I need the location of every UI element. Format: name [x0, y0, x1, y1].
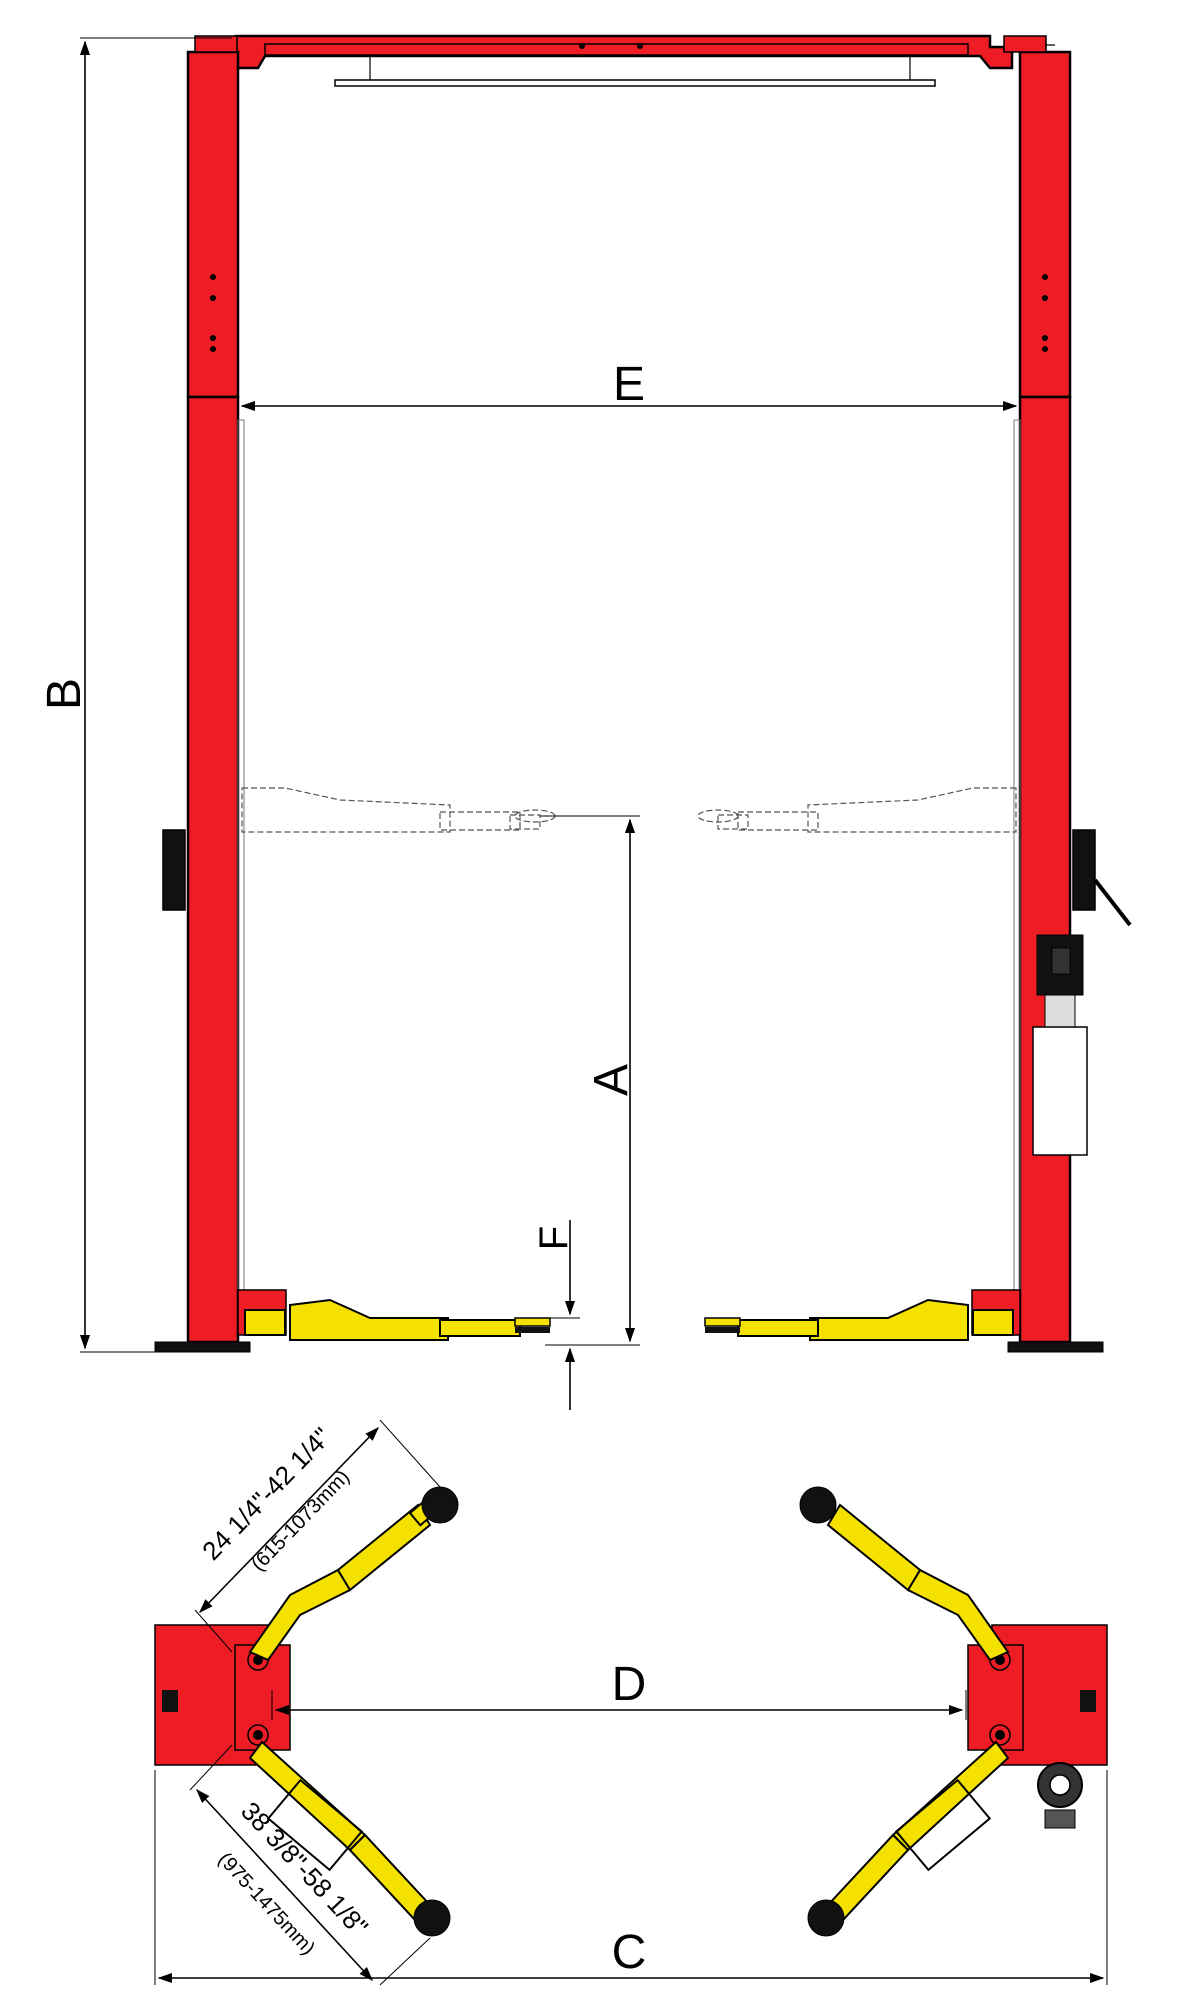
front-view: B E A F [38, 34, 1132, 1410]
dimension-d: D [271, 1658, 967, 1720]
dimension-c-label: C [612, 1926, 647, 1979]
overhead-beam [200, 34, 1055, 87]
right-long-arm [807, 1740, 1010, 1937]
right-short-arm [799, 1486, 1010, 1662]
right-column [1003, 35, 1132, 1353]
left-base-plate [154, 1624, 291, 1766]
dimension-a: A [540, 815, 640, 1346]
long-arm-range-imperial: 38 3/8"-58 1/8" [235, 1796, 374, 1942]
dimension-a-label: A [585, 1064, 638, 1096]
dimension-e: E [240, 358, 1018, 412]
dimension-b: B [38, 37, 232, 1353]
dimension-b-label: B [38, 678, 91, 710]
dimension-e-label: E [613, 358, 645, 411]
right-base-plate [967, 1624, 1108, 1829]
dimension-f-label: F [532, 1226, 576, 1250]
dimension-d-label: D [612, 1658, 647, 1711]
raised-arm-left [241, 787, 556, 833]
left-column [154, 35, 251, 1353]
lowered-arm-right [704, 1289, 1021, 1341]
lowered-arm-left [237, 1289, 551, 1341]
left-short-arm [248, 1486, 459, 1662]
top-view: 24 1/4"-42 1/4" (615-1073mm) 38 3/8"-58 … [154, 1419, 1108, 1986]
dimension-f: F [532, 1220, 580, 1410]
raised-arm-right [697, 787, 1017, 833]
dimension-c: C [154, 1770, 1108, 1985]
